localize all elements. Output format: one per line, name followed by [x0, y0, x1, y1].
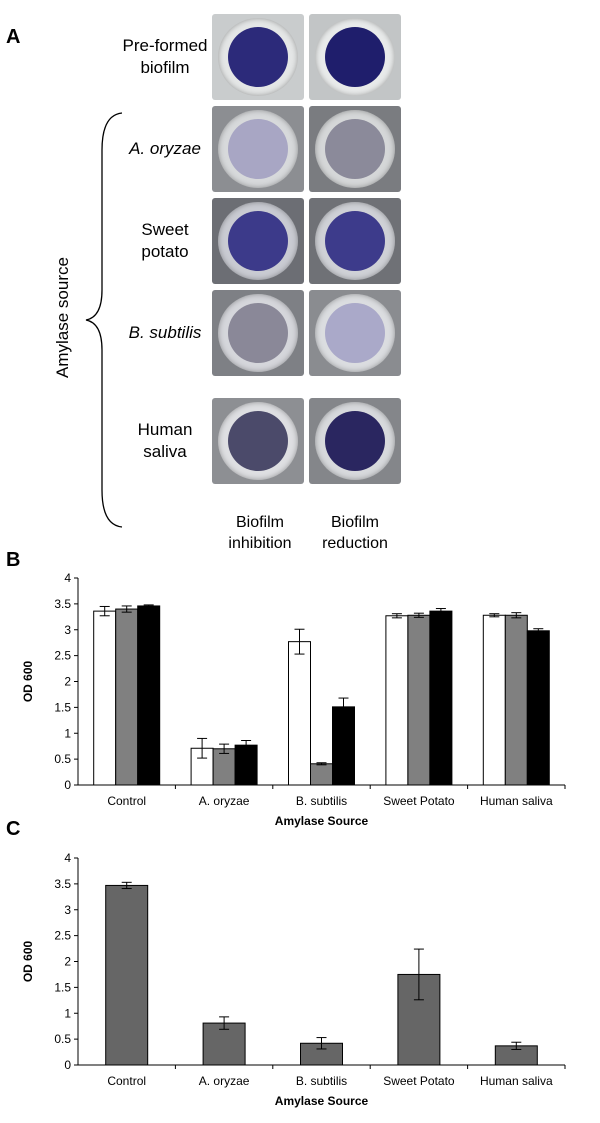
y-tick-label: 1: [64, 726, 71, 740]
bar: [407, 614, 431, 786]
y-tick-label: 2.5: [54, 929, 71, 943]
x-tick-label: B. subtilis: [296, 1074, 347, 1088]
y-tick-label: 0.5: [54, 1032, 71, 1046]
bar: [504, 614, 528, 786]
y-axis-label: OD 600: [21, 940, 35, 982]
x-tick-label: Human saliva: [480, 794, 553, 808]
x-axis-label: Amylase Source: [275, 814, 369, 828]
x-tick-label: Human saliva: [480, 1074, 553, 1088]
x-tick-label: Sweet Potato: [383, 794, 455, 808]
y-tick-label: 4: [64, 851, 71, 865]
y-tick-label: 2: [64, 955, 71, 969]
x-tick-label: Sweet Potato: [383, 1074, 455, 1088]
x-tick-label: Control: [107, 1074, 146, 1088]
row-label: Pre-formed biofilm: [122, 36, 208, 77]
y-tick-label: 0.5: [54, 752, 71, 766]
y-tick-label: 0: [64, 1058, 71, 1072]
panel-b-letter: B: [6, 549, 21, 571]
y-tick-label: 2.5: [54, 649, 71, 663]
y-tick-label: 1.5: [54, 700, 71, 714]
well-image-reduction: [309, 106, 401, 192]
well-image-reduction: [309, 290, 401, 376]
panel-a-letter: A: [6, 26, 21, 48]
well-image-reduction: [309, 398, 401, 484]
bar: [115, 608, 139, 786]
amylase-source-brace: [85, 112, 123, 528]
x-tick-label: A. oryzae: [199, 1074, 250, 1088]
y-tick-label: 3.5: [54, 877, 71, 891]
y-tick-label: 3: [64, 623, 71, 637]
x-tick-label: B. subtilis: [296, 794, 347, 808]
x-tick-label: A. oryzae: [199, 794, 250, 808]
x-axis-label: Amylase Source: [275, 1094, 369, 1108]
well-image-reduction: [309, 14, 401, 100]
row-label: Sweet potato: [141, 220, 189, 261]
y-tick-label: 1.5: [54, 980, 71, 994]
bar: [310, 763, 333, 786]
well-image-inhibition: [212, 398, 304, 484]
well-image-inhibition: [212, 290, 304, 376]
bar: [212, 748, 236, 786]
bar: [482, 614, 506, 786]
bar: [385, 615, 409, 786]
amylase-source-label: Amylase source: [53, 257, 72, 378]
bar: [93, 610, 117, 786]
well-image-inhibition: [212, 198, 304, 284]
y-tick-label: 4: [64, 571, 71, 585]
bar: [332, 706, 355, 786]
y-tick-label: 1: [64, 1006, 71, 1020]
bar: [234, 744, 258, 786]
y-tick-label: 3: [64, 903, 71, 917]
row-label: Human saliva: [137, 420, 193, 461]
well-image-inhibition: [212, 106, 304, 192]
well-image-inhibition: [212, 14, 304, 100]
bar: [137, 605, 161, 786]
bar: [105, 884, 149, 1066]
row-label: B. subtilis: [128, 323, 202, 342]
column-label: Biofilm inhibition: [228, 514, 292, 552]
y-axis-label: OD 600: [21, 660, 35, 702]
y-tick-label: 3.5: [54, 597, 71, 611]
bar: [526, 630, 550, 786]
bar: [429, 610, 453, 786]
y-tick-label: 0: [64, 778, 71, 792]
row-label: A. oryzae: [129, 139, 201, 158]
well-image-reduction: [309, 198, 401, 284]
column-label: Biofilm reduction: [322, 514, 388, 552]
panel-c-letter: C: [6, 818, 21, 840]
bar: [288, 641, 311, 786]
y-tick-label: 2: [64, 675, 71, 689]
x-tick-label: Control: [107, 794, 146, 808]
